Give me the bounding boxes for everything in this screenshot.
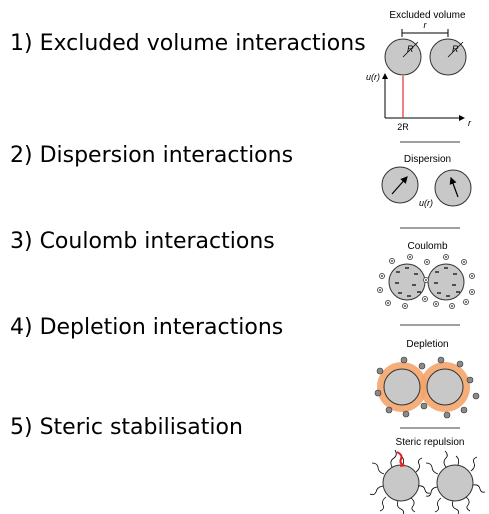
depletion-diagram — [374, 356, 480, 419]
counterions — [377, 254, 475, 309]
dispersion-u-label: u(r) — [419, 198, 433, 208]
coulomb-diagram — [377, 254, 475, 309]
dispersion-diagram: u(r) — [381, 166, 472, 208]
colloid-1 — [383, 368, 421, 406]
charged-particle-1 — [388, 263, 426, 301]
dipole-arrow-1 — [391, 176, 408, 195]
steric-diagram — [369, 449, 486, 514]
dispersion-title: Dispersion — [403, 154, 452, 165]
list-item-steric: 5) Steric stabilisation — [10, 415, 243, 440]
polymer-brushes — [369, 449, 486, 514]
R-label-1: R — [407, 44, 414, 54]
negative-surface-charges — [395, 267, 460, 297]
list-item-coulomb: 3) Coulomb interactions — [10, 229, 275, 254]
list-item-depletion: 4) Depletion interactions — [10, 315, 284, 340]
stabilised-particle-2 — [436, 464, 474, 502]
steric-arrowhead-icon — [400, 462, 406, 467]
R-label-2: R — [452, 44, 459, 54]
coulomb-title: Coulomb — [407, 241, 448, 252]
stabilised-particle-1 — [382, 464, 420, 502]
excluded-volume-diagram: r R R u(r) r 2R — [366, 20, 472, 132]
u-axis-label: u(r) — [366, 72, 380, 82]
depletants — [374, 356, 480, 419]
dipole-particle-2 — [434, 169, 472, 207]
x-axis-label: r — [468, 118, 472, 128]
list-item-excluded-volume: 1) Excluded volume interactions — [10, 31, 366, 56]
r-label: r — [424, 20, 428, 30]
depletion-title: Depletion — [406, 339, 449, 350]
counterion-centers — [379, 256, 473, 307]
list-item-dispersion: 2) Dispersion interactions — [10, 143, 294, 168]
excluded-volume-title: Excluded volume — [389, 10, 466, 21]
two-R-label: 2R — [397, 122, 409, 132]
steric-title: Steric repulsion — [395, 437, 465, 448]
colloid-2 — [426, 368, 464, 406]
dipole-arrow-2 — [449, 176, 459, 198]
charged-particle-2 — [427, 263, 465, 301]
